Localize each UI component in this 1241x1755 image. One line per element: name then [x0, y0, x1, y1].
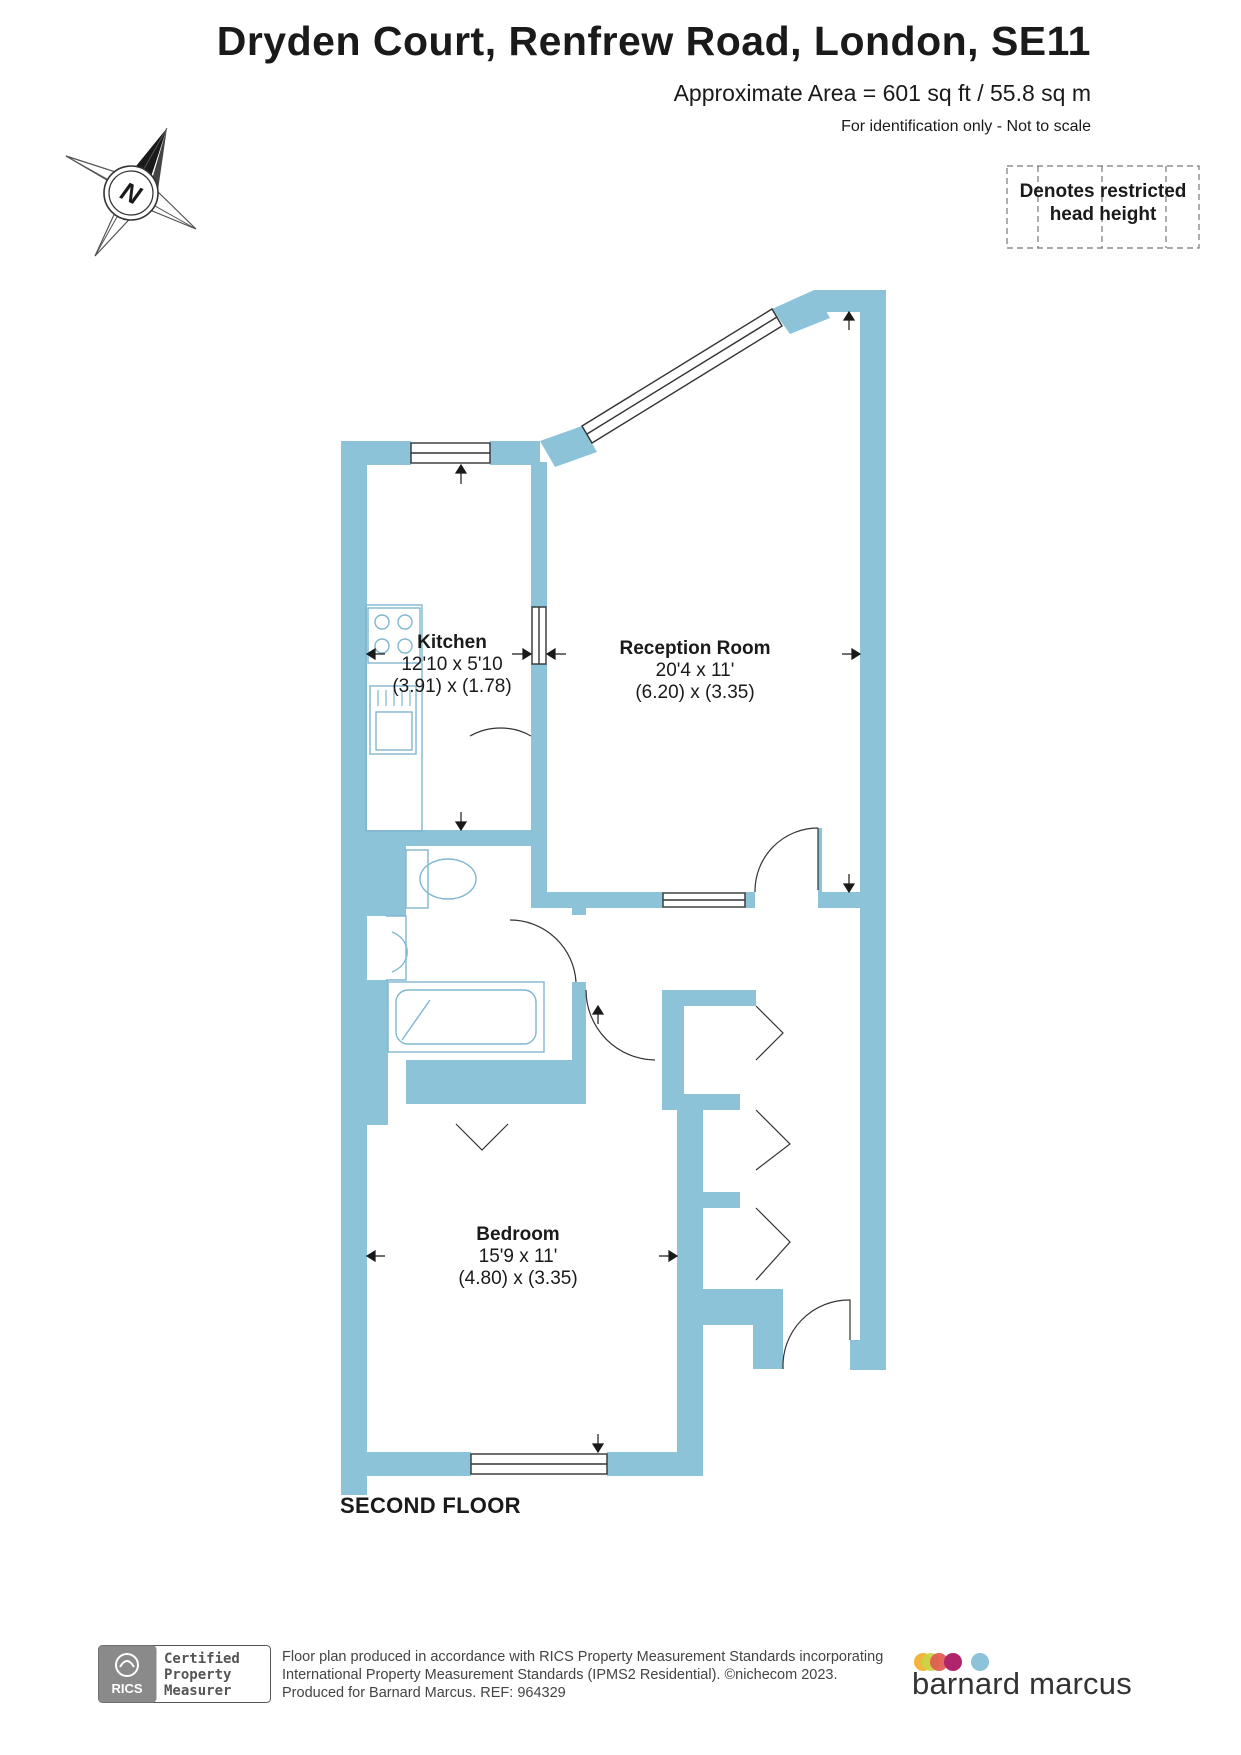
- legend-line-1: Denotes restricted: [1019, 181, 1187, 202]
- rics-line-1: Certified: [164, 1651, 240, 1667]
- footer-line-1: Floor plan produced in accordance with R…: [282, 1649, 884, 1665]
- identification-note: For identification only - Not to scale: [841, 118, 1091, 135]
- restricted-height-legend-box: [1006, 165, 1200, 249]
- kitchen-metric: (3.91) x (1.78): [392, 676, 511, 697]
- legend-line-2: head height: [1049, 204, 1157, 225]
- kitchen-imperial: 12'10 x 5'10: [401, 654, 502, 675]
- brand-dots-icon: [914, 1653, 989, 1671]
- windows: [410, 308, 783, 1475]
- footer-line-3: Produced for Barnard Marcus. REF: 964329: [282, 1685, 566, 1701]
- bedroom-name: Bedroom: [476, 1224, 559, 1245]
- footer-line-2: International Property Measurement Stand…: [282, 1667, 838, 1683]
- doors: [455, 727, 851, 1370]
- kitchen-name: Kitchen: [417, 632, 487, 653]
- bathroom-fixtures: [386, 849, 545, 1053]
- reception-metric: (6.20) x (3.35): [635, 682, 754, 703]
- rics-badge: RICS Certified Property Measurer: [98, 1645, 271, 1703]
- rics-mark: RICS: [111, 1681, 142, 1696]
- page-title: Dryden Court, Renfrew Road, London, SE11: [216, 18, 1091, 64]
- brand-name: barnard marcus: [912, 1666, 1132, 1701]
- rics-crest-icon: [115, 1653, 139, 1677]
- draining-board-icon: [377, 690, 411, 706]
- walls: [341, 290, 886, 1495]
- bedroom-metric: (4.80) x (3.35): [458, 1268, 577, 1289]
- rics-line-2: Property: [164, 1667, 232, 1683]
- approximate-area: Approximate Area = 601 sq ft / 55.8 sq m: [673, 80, 1091, 106]
- reception-name: Reception Room: [620, 638, 771, 659]
- legend-text: Denotes restricted head height: [1006, 180, 1200, 226]
- dimension-arrows: [365, 310, 862, 1454]
- compass-icon: N: [65, 127, 197, 257]
- bedroom-imperial: 15'9 x 11': [479, 1246, 558, 1267]
- reception-imperial: 20'4 x 11': [656, 660, 735, 681]
- footer-text: Floor plan produced in accordance with R…: [282, 1648, 883, 1702]
- floor-label: SECOND FLOOR: [340, 1493, 521, 1518]
- kitchen-fixtures: [365, 604, 423, 832]
- rics-line-3: Measurer: [164, 1683, 231, 1699]
